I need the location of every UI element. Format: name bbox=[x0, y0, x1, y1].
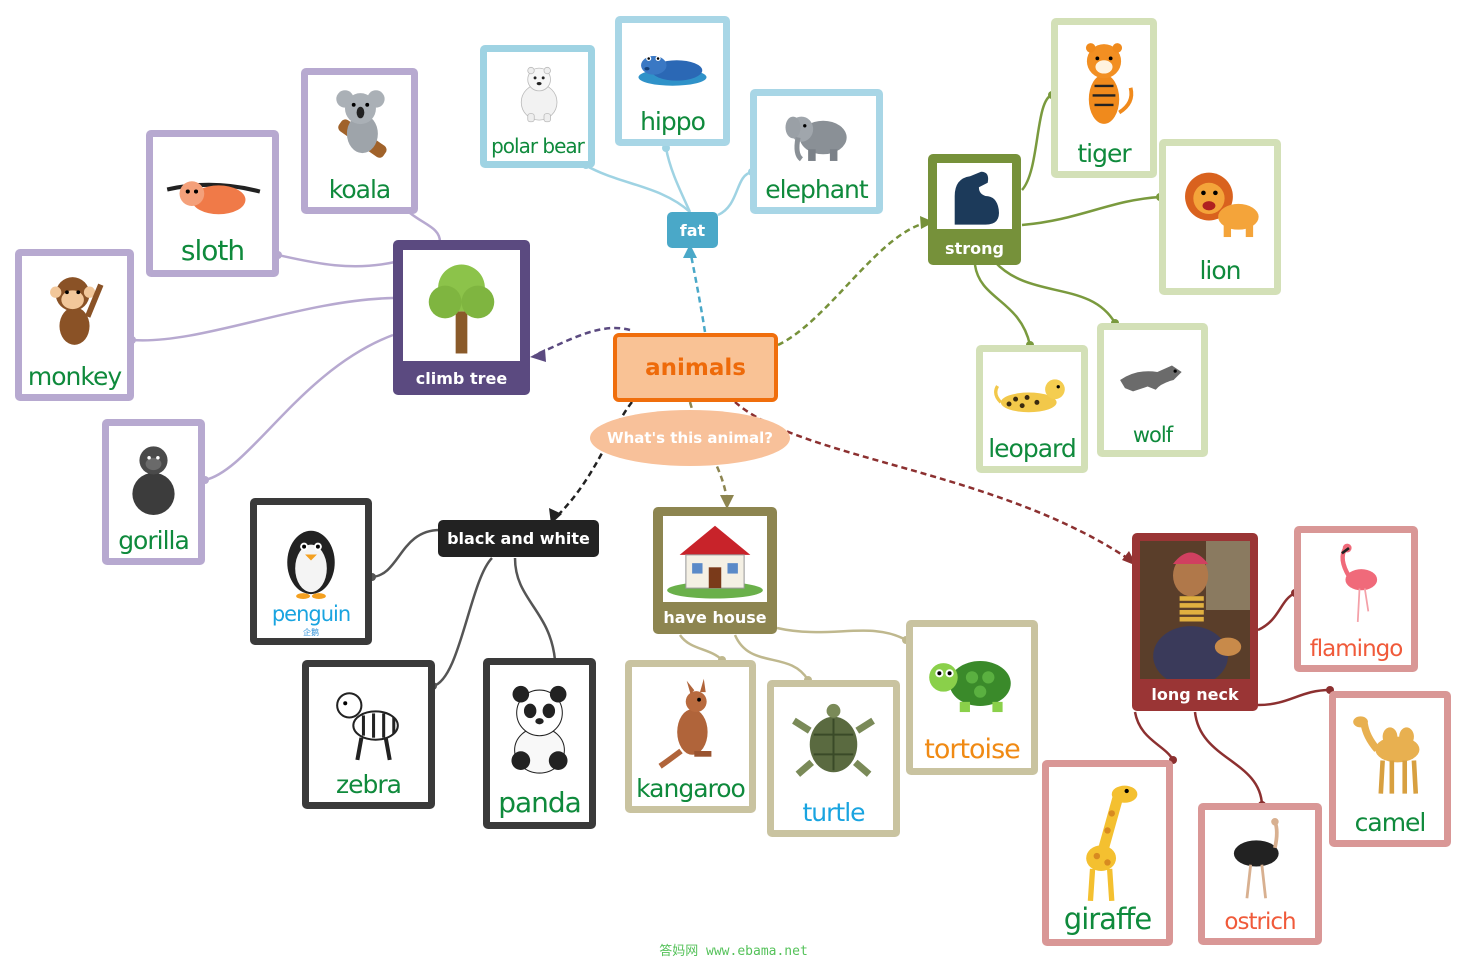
arrow-house bbox=[720, 495, 734, 509]
card-wolf[interactable]: wolf bbox=[1097, 323, 1208, 457]
camel-icon bbox=[1353, 716, 1420, 794]
branch-climb-tree[interactable]: climb tree bbox=[393, 240, 530, 395]
animal-word: turtle bbox=[802, 798, 865, 827]
link-central-strong bbox=[777, 220, 931, 347]
card-turtle[interactable]: turtle bbox=[767, 680, 900, 837]
branch-fat[interactable]: fat bbox=[667, 212, 718, 248]
card-lion[interactable]: lion bbox=[1159, 139, 1281, 295]
card-tiger[interactable]: tiger bbox=[1051, 18, 1157, 178]
animal-word: leopard bbox=[988, 434, 1077, 463]
card-koala[interactable]: koala bbox=[301, 68, 418, 214]
card-camel[interactable]: camel bbox=[1329, 691, 1451, 847]
animal-word: giraffe bbox=[1063, 902, 1152, 936]
card-ostrich[interactable]: ostrich bbox=[1198, 803, 1322, 945]
card-gorilla[interactable]: gorilla bbox=[102, 419, 205, 565]
animal-word: wolf bbox=[1132, 423, 1173, 447]
polar-bear-icon bbox=[520, 66, 558, 123]
central-topic[interactable]: animals bbox=[613, 333, 778, 402]
card-penguin[interactable]: penguin 企鹅 bbox=[250, 498, 372, 645]
tortoise-icon bbox=[929, 661, 1011, 713]
animal-word: panda bbox=[498, 786, 582, 819]
animal-word: lion bbox=[1199, 256, 1241, 285]
lion-icon bbox=[1185, 172, 1259, 238]
turtle-icon bbox=[792, 703, 875, 777]
card-kangaroo[interactable]: kangaroo bbox=[625, 660, 756, 813]
animal-word: camel bbox=[1354, 808, 1427, 837]
tiger-icon bbox=[1085, 43, 1134, 124]
question-callout: What's this animal? bbox=[590, 410, 790, 466]
flamingo-icon bbox=[1340, 543, 1378, 623]
penguin-chinese-caption: 企鹅 bbox=[303, 628, 319, 637]
animal-word: monkey bbox=[27, 362, 122, 391]
card-monkey[interactable]: monkey bbox=[15, 249, 134, 401]
animal-word: hippo bbox=[640, 107, 706, 136]
bicep-icon bbox=[954, 171, 999, 225]
tree-icon bbox=[428, 264, 495, 354]
animal-word: ostrich bbox=[1224, 909, 1296, 935]
arrow-strong bbox=[920, 216, 934, 229]
monkey-icon bbox=[50, 277, 104, 345]
penguin-icon bbox=[287, 530, 335, 600]
card-zebra[interactable]: zebra bbox=[302, 660, 435, 809]
panda-icon bbox=[511, 685, 568, 774]
wolf-icon bbox=[1120, 365, 1182, 392]
koala-icon bbox=[336, 90, 387, 158]
animal-word: tortoise bbox=[924, 734, 1021, 765]
link-central-fat bbox=[688, 249, 707, 333]
animal-word: koala bbox=[328, 175, 391, 204]
footer-watermark: 答妈网 www.ebama.net bbox=[659, 944, 808, 959]
branch-strong[interactable]: strong bbox=[928, 154, 1021, 265]
animal-word: gorilla bbox=[118, 526, 190, 555]
gorilla-icon bbox=[132, 446, 175, 515]
animal-word: sloth bbox=[180, 234, 245, 267]
card-polar-bear[interactable]: polar bear bbox=[480, 45, 595, 168]
leopard-icon bbox=[994, 379, 1065, 413]
ostrich-icon bbox=[1233, 818, 1279, 899]
branch-black-and-white[interactable]: black and white bbox=[438, 520, 599, 557]
card-tortoise[interactable]: tortoise bbox=[906, 620, 1038, 775]
animal-word: polar bear bbox=[491, 134, 585, 158]
animal-word: zebra bbox=[336, 770, 402, 799]
link-central-bw bbox=[554, 401, 633, 519]
animal-word: elephant bbox=[765, 175, 868, 204]
card-panda[interactable]: panda bbox=[483, 658, 596, 829]
card-leopard[interactable]: leopard bbox=[976, 345, 1088, 473]
branch-have-house[interactable]: have house bbox=[653, 507, 777, 634]
long-neck-woman-photo bbox=[1140, 541, 1250, 679]
arrow-climb bbox=[530, 349, 546, 362]
sloth-icon bbox=[166, 181, 261, 215]
hippo-icon bbox=[638, 55, 707, 86]
animal-word: penguin bbox=[271, 602, 351, 626]
animal-word: flamingo bbox=[1309, 636, 1404, 662]
card-elephant[interactable]: elephant bbox=[750, 89, 883, 214]
card-hippo[interactable]: hippo bbox=[615, 16, 730, 146]
card-giraffe[interactable]: giraffe bbox=[1042, 760, 1173, 946]
card-sloth[interactable]: sloth bbox=[146, 130, 279, 277]
branch-long-neck[interactable]: long neck bbox=[1132, 533, 1258, 711]
elephant-icon bbox=[785, 116, 847, 162]
zebra-icon bbox=[336, 692, 399, 761]
card-flamingo[interactable]: flamingo bbox=[1294, 526, 1418, 672]
giraffe-icon bbox=[1086, 785, 1138, 902]
arrow-fat bbox=[683, 244, 697, 258]
animal-word: kangaroo bbox=[636, 774, 746, 803]
kangaroo-icon bbox=[658, 678, 712, 769]
house-icon bbox=[667, 525, 763, 599]
animal-word: tiger bbox=[1077, 139, 1131, 168]
